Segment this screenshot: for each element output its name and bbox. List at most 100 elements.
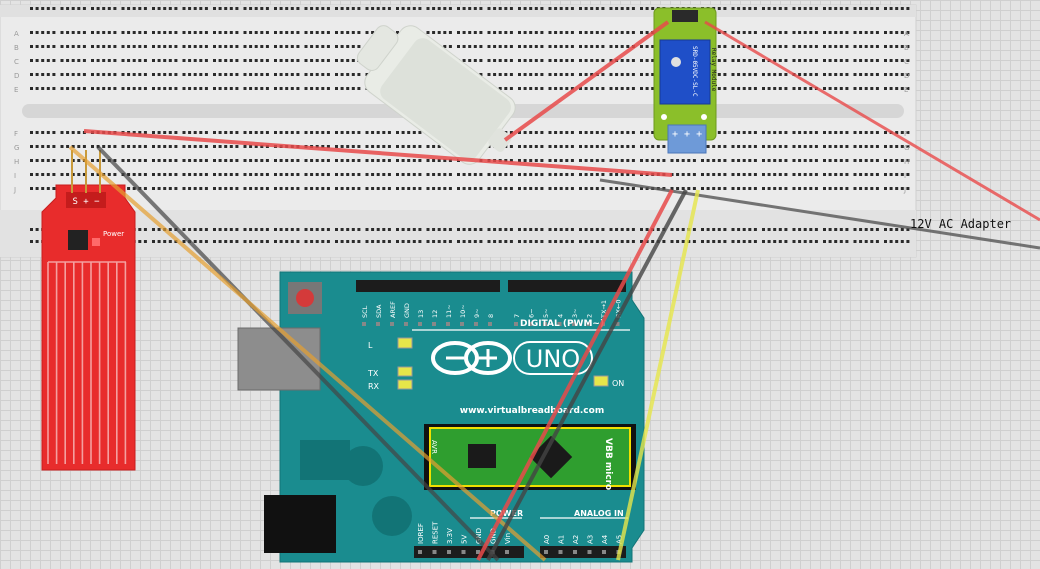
breadboard-hole <box>875 59 879 62</box>
breadboard-hole <box>213 187 216 190</box>
wire-red-relay-5v[interactable] <box>476 189 674 561</box>
breadboard-hole <box>803 59 807 62</box>
wire-red-sensor-power[interactable] <box>83 129 673 177</box>
header-pin[interactable] <box>505 550 509 554</box>
header-pin[interactable] <box>362 322 366 326</box>
breadboard-hole <box>437 145 441 148</box>
breadboard-hole <box>523 87 527 90</box>
breadboard-hole <box>870 131 874 134</box>
header-pin[interactable] <box>572 322 576 326</box>
breadboard-rail-hole <box>676 228 680 231</box>
header-pin[interactable] <box>432 550 437 554</box>
breadboard-hole <box>601 159 605 162</box>
breadboard-rail-hole <box>30 7 33 10</box>
breadboard-hole <box>615 159 619 162</box>
breadboard-rail-hole <box>548 240 552 243</box>
breadboard-hole <box>321 187 325 190</box>
breadboard-hole <box>692 173 696 176</box>
header-pin[interactable] <box>447 550 451 554</box>
breadboard-hole <box>773 187 777 190</box>
breadboard-hole <box>609 145 613 148</box>
breadboard-hole <box>884 173 887 176</box>
wire-black-sensor-ground[interactable] <box>96 145 500 562</box>
breadboard-hole <box>127 145 131 148</box>
header-pin[interactable] <box>476 550 480 554</box>
breadboard-hole <box>753 145 757 148</box>
header-pin[interactable] <box>615 322 620 326</box>
breadboard-rail-hole <box>889 228 893 231</box>
breadboard-rail-hole <box>254 240 258 243</box>
breadboard-hole <box>296 45 300 48</box>
header-pin[interactable] <box>404 322 408 326</box>
breadboard-hole <box>814 45 818 48</box>
breadboard-hole <box>559 59 563 62</box>
header-pin[interactable] <box>446 322 450 326</box>
breadboard-hole <box>626 87 630 90</box>
breadboard-hole <box>437 31 441 34</box>
breadboard-rail-hole <box>351 240 355 243</box>
breadboard-hole <box>91 59 94 62</box>
header-pin[interactable] <box>390 322 394 326</box>
breadboard-hole <box>229 131 233 134</box>
breadboard-hole <box>437 187 441 190</box>
breadboard-hole <box>46 87 50 90</box>
breadboard-rail-hole <box>767 240 771 243</box>
relay-screw-terminal <box>667 124 707 154</box>
breadboard-rail-hole <box>243 240 247 243</box>
breadboard-rail-hole <box>834 228 838 231</box>
header-pin[interactable] <box>573 550 577 554</box>
breadboard-rail-hole <box>346 240 350 243</box>
reset-button[interactable] <box>296 289 314 307</box>
analog-header-label: ANALOG IN <box>574 509 624 518</box>
header-pin[interactable] <box>376 322 380 326</box>
wire-red-adapter[interactable] <box>704 20 1040 222</box>
wire-yellow-relay-signal[interactable] <box>616 189 700 561</box>
breadboard-rail-hole <box>279 7 283 10</box>
relay-module[interactable]: SRD-05VDC-SL-C Relay Module + + + <box>653 7 717 154</box>
header-pin[interactable] <box>558 550 563 554</box>
header-pin[interactable] <box>544 550 548 554</box>
header-pin[interactable] <box>488 322 492 326</box>
breadboard-hole <box>540 159 544 162</box>
breadboard-hole <box>138 73 142 76</box>
header-pin[interactable] <box>557 322 562 326</box>
breadboard-hole <box>656 159 660 162</box>
breadboard-hole <box>46 131 50 134</box>
breadboard-rail-hole <box>742 228 746 231</box>
breadboard-rail-hole <box>163 240 167 243</box>
wire-red-relay-motor[interactable] <box>503 20 670 142</box>
breadboard-rail-hole <box>326 228 330 231</box>
header-pin[interactable] <box>586 322 591 326</box>
header-pin[interactable] <box>432 322 436 326</box>
breadboard-hole <box>548 145 552 148</box>
header-pin[interactable] <box>460 322 464 326</box>
header-pin[interactable] <box>602 550 606 554</box>
breadboard-hole <box>834 159 838 162</box>
wire-orange-sensor-signal[interactable] <box>68 145 547 562</box>
breadboard-hole <box>346 73 350 76</box>
breadboard-hole <box>462 31 466 34</box>
header-pin[interactable] <box>528 322 533 326</box>
header-pin[interactable] <box>514 322 518 326</box>
header-pin[interactable] <box>418 322 422 326</box>
water-level-sensor[interactable]: S + − Power <box>41 150 136 471</box>
breadboard-hole <box>77 45 81 48</box>
breadboard-hole <box>792 145 796 148</box>
breadboard-rail-hole <box>859 7 863 10</box>
header-pin[interactable] <box>474 322 478 326</box>
breadboard-hole <box>487 45 491 48</box>
header-pin[interactable] <box>587 550 592 554</box>
breadboard-hole <box>845 87 849 90</box>
breadboard-hole <box>132 187 136 190</box>
header-pin[interactable] <box>543 322 547 326</box>
water-pump-motor[interactable] <box>344 9 531 178</box>
breadboard-hole <box>895 145 899 148</box>
breadboard-hole <box>127 59 131 62</box>
header-pin[interactable] <box>461 550 466 554</box>
header-pin[interactable] <box>418 550 422 554</box>
wire-black-relay-gnd[interactable] <box>486 189 688 561</box>
breadboard-hole <box>731 45 735 48</box>
breadboard-hole <box>346 187 350 190</box>
breadboard-hole <box>884 187 887 190</box>
